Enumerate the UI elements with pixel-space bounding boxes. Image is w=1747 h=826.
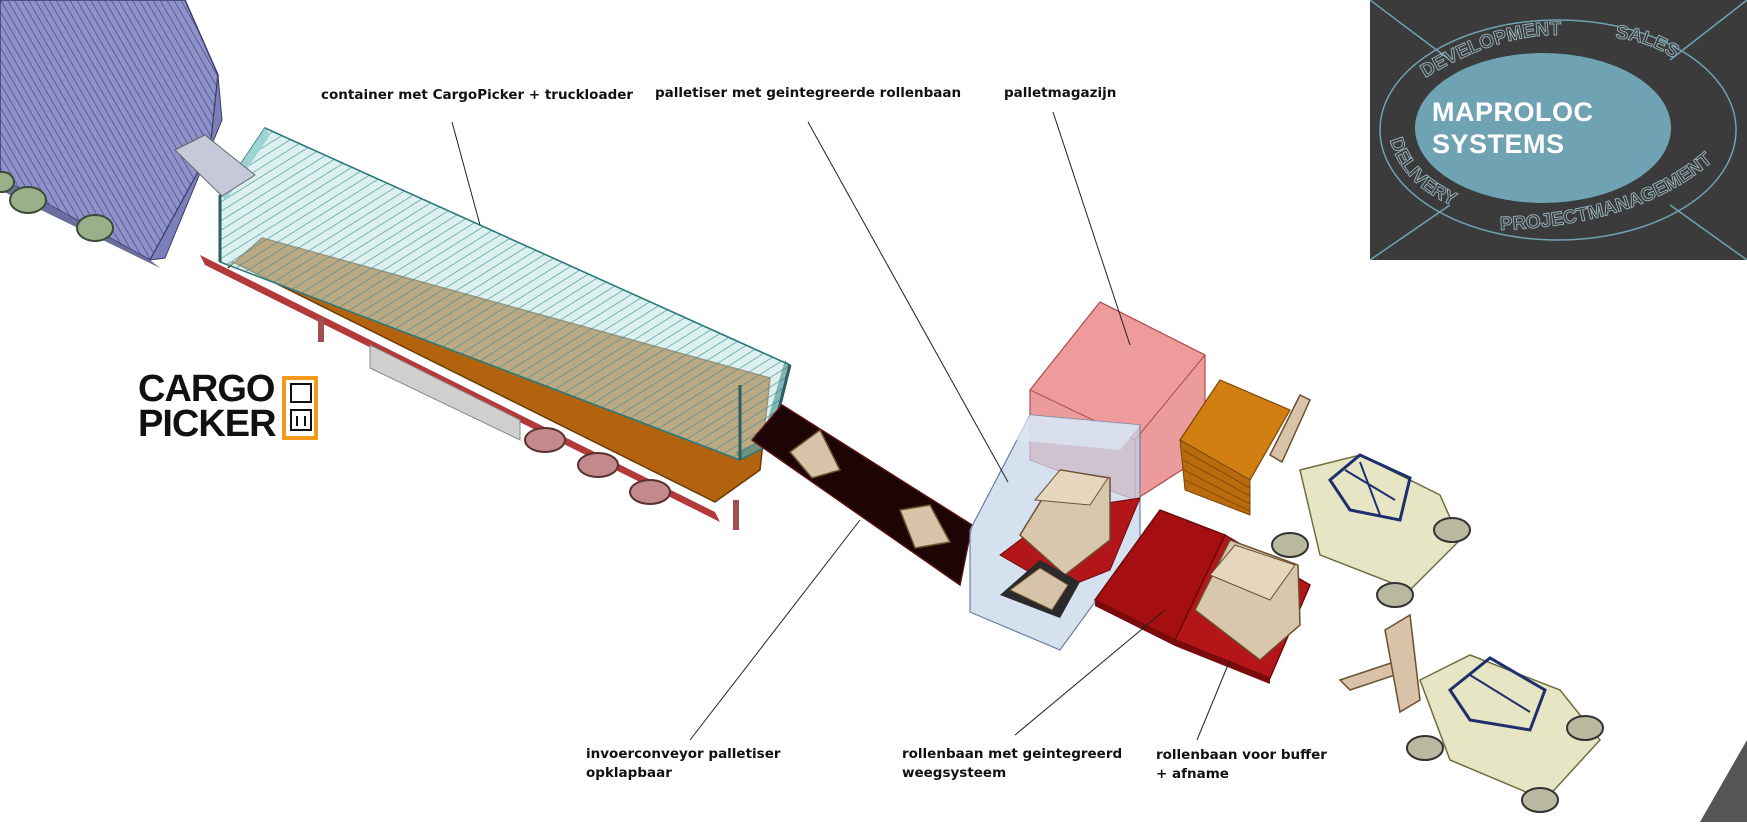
outer-ring bbox=[1379, 19, 1737, 241]
cargopicker-box-icon bbox=[282, 376, 318, 440]
label-container: container met CargoPicker + truckloader bbox=[321, 86, 633, 105]
label-weegsysteem: rollenbaan met geintegreerd weegsysteem bbox=[902, 745, 1122, 783]
label-invoer-line1: invoerconveyor palletiser bbox=[586, 746, 781, 762]
callout-line-container bbox=[451, 121, 481, 226]
callout-line-palletiser bbox=[807, 121, 1009, 483]
trailer-wheels bbox=[524, 427, 671, 505]
maproloc-emblem: DEVELOPMENT SALES DELIVERY PROJECTMANAGE… bbox=[1370, 0, 1747, 260]
label-container-text: container met CargoPicker + truckloader bbox=[321, 87, 634, 103]
forklift-lower bbox=[1338, 613, 1604, 813]
truck-container bbox=[0, 0, 223, 268]
infeed-conveyor bbox=[750, 404, 973, 587]
callout-line-weeg bbox=[1014, 609, 1166, 736]
ring-word-sales: SALES bbox=[1614, 22, 1682, 63]
cargopicker-word2: PICKER bbox=[138, 403, 277, 445]
callout-line-palletmagazijn bbox=[1052, 111, 1131, 346]
label-weeg-line2: weegsysteem bbox=[902, 765, 1007, 781]
inner-ellipse bbox=[1415, 53, 1671, 203]
empty-pallet-stack bbox=[1179, 379, 1291, 516]
maproloc-name-line2: SYSTEMS bbox=[1432, 129, 1565, 159]
callout-line-invoer bbox=[689, 519, 861, 741]
label-buffer: rollenbaan voor buffer + afname bbox=[1156, 746, 1327, 784]
label-invoer-line2: opklapbaar bbox=[586, 765, 672, 781]
palletiser bbox=[969, 414, 1141, 651]
label-invoerconveyor: invoerconveyor palletiser opklapbaar bbox=[586, 745, 781, 783]
truck-wheels bbox=[0, 171, 114, 242]
callout-lines bbox=[451, 111, 1231, 741]
corner-shape bbox=[1700, 740, 1747, 822]
label-palletmagazijn: palletmagazijn bbox=[1004, 84, 1116, 103]
trailer-with-cargopicker bbox=[174, 126, 792, 530]
label-palletmagazijn-text: palletmagazijn bbox=[1004, 85, 1117, 101]
cargopicker-word1: CARGO bbox=[138, 368, 275, 410]
forklift-upper bbox=[1269, 393, 1471, 608]
cargopicker-logo: CARGO PICKER bbox=[138, 368, 328, 445]
label-palletiser-text: palletiser met geintegreerde rollenbaan bbox=[655, 85, 962, 101]
label-buffer-line2: + afname bbox=[1156, 766, 1229, 782]
label-weeg-line1: rollenbaan met geintegreerd bbox=[902, 746, 1123, 762]
label-buffer-line1: rollenbaan voor buffer bbox=[1156, 747, 1327, 763]
callout-line-buffer bbox=[1196, 659, 1231, 741]
maproloc-name: MAPROLOC SYSTEMS bbox=[1432, 96, 1652, 160]
maproloc-name-line1: MAPROLOC bbox=[1432, 97, 1594, 127]
buffer-roller-conveyor bbox=[1173, 533, 1311, 684]
maproloc-logo-panel: DEVELOPMENT SALES DELIVERY PROJECTMANAGE… bbox=[1370, 0, 1747, 260]
label-palletiser: palletiser met geintegreerde rollenbaan bbox=[655, 84, 961, 103]
